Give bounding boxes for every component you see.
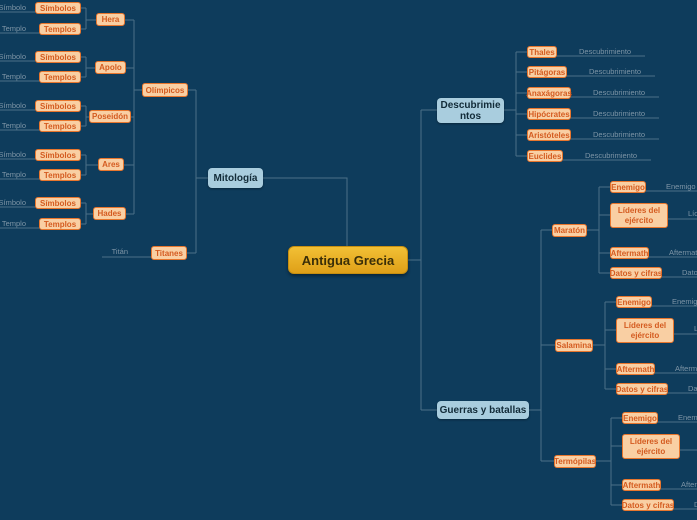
note-termopilas-datos[interactable]: Datos y cifras xyxy=(694,500,697,509)
node-hades[interactable]: Hades xyxy=(93,207,126,220)
ghost-poseidon-templo[interactable]: Templo xyxy=(1,121,26,130)
note-maraton-datos[interactable]: Datos y cifras xyxy=(682,268,697,277)
node-salamina[interactable]: Salamina xyxy=(555,339,593,352)
ghost-hera-templo[interactable]: Templo xyxy=(1,24,26,33)
node-hades-simbolos[interactable]: Símbolos xyxy=(35,197,81,209)
descubrimientos-label-line1: Descubrimie xyxy=(440,99,501,111)
ghost-apolo-simbolo[interactable]: Símbolo xyxy=(0,52,26,61)
node-aristoteles[interactable]: Aristóteles xyxy=(527,129,571,141)
node-salamina-datos[interactable]: Datos y cifras xyxy=(615,383,669,395)
node-ares-templos[interactable]: Templos xyxy=(39,169,81,181)
node-mitologia[interactable]: Mitología xyxy=(208,168,263,188)
node-thales[interactable]: Thales xyxy=(527,46,557,58)
node-maraton-datos[interactable]: Datos y cifras xyxy=(609,267,663,279)
note-maraton-aftermath[interactable]: Aftermath xyxy=(669,248,697,257)
node-termopilas-enemigo[interactable]: Enemigo xyxy=(622,412,658,424)
node-termopilas[interactable]: Termópilas xyxy=(553,455,597,468)
ghost-ares-templo[interactable]: Templo xyxy=(1,170,26,179)
node-hera-simbolos[interactable]: Símbolos xyxy=(35,2,81,14)
node-termopilas-aftermath[interactable]: Aftermath xyxy=(622,479,661,491)
ghost-hera-simbolo[interactable]: Símbolo xyxy=(0,3,26,12)
node-poseidon[interactable]: Poseidón xyxy=(89,110,131,123)
node-olimpicos[interactable]: Olímpicos xyxy=(142,83,188,97)
note-termopilas-enemigo[interactable]: Enemigo xyxy=(678,413,697,422)
node-termopilas-datos[interactable]: Datos y cifras xyxy=(621,499,675,511)
note-maraton-lideres[interactable]: Líderes del ejército xyxy=(688,209,697,218)
node-descubrimientos[interactable]: Descubrimie ntos xyxy=(437,98,504,123)
note-pitagoras-descubrimiento[interactable]: Descubrimiento xyxy=(589,67,642,76)
node-poseidon-simbolos[interactable]: Símbolos xyxy=(35,100,81,112)
node-hera-templos[interactable]: Templos xyxy=(39,23,81,35)
note-thales-descubrimiento[interactable]: Descubrimiento xyxy=(579,47,632,56)
node-termopilas-lideres[interactable]: Líderes del ejército xyxy=(622,434,680,459)
node-salamina-enemigo[interactable]: Enemigo xyxy=(616,296,652,308)
node-root[interactable]: Antigua Grecia xyxy=(288,246,408,274)
note-salamina-aftermath[interactable]: Aftermath xyxy=(675,364,697,373)
descubrimientos-label-line2: ntos xyxy=(459,110,482,122)
ghost-hades-templo[interactable]: Templo xyxy=(1,219,26,228)
node-euclides[interactable]: Euclides xyxy=(527,150,563,162)
node-apolo-simbolos[interactable]: Símbolos xyxy=(35,51,81,63)
note-aristoteles-descubrimiento[interactable]: Descubrimiento xyxy=(593,130,646,139)
node-ares-simbolos[interactable]: Símbolos xyxy=(35,149,81,161)
ghost-titan[interactable]: Titán xyxy=(111,247,128,256)
node-guerras-y-batallas[interactable]: Guerras y batallas xyxy=(437,401,529,419)
ghost-ares-simbolo[interactable]: Símbolo xyxy=(0,150,26,159)
note-salamina-datos[interactable]: Datos y cifras xyxy=(688,384,697,393)
node-maraton-lideres[interactable]: Líderes del ejército xyxy=(610,203,668,228)
node-maraton-aftermath[interactable]: Aftermath xyxy=(610,247,649,259)
node-anaxagoras[interactable]: Anaxágoras xyxy=(526,87,572,99)
note-euclides-descubrimiento[interactable]: Descubrimiento xyxy=(585,151,638,160)
note-maraton-enemigo[interactable]: Enemigo xyxy=(666,182,696,191)
node-salamina-aftermath[interactable]: Aftermath xyxy=(616,363,655,375)
node-apolo-templos[interactable]: Templos xyxy=(39,71,81,83)
node-hera[interactable]: Hera xyxy=(96,13,125,26)
note-anaxagoras-descubrimiento[interactable]: Descubrimiento xyxy=(593,88,646,97)
note-termopilas-aftermath[interactable]: Aftermath xyxy=(681,480,697,489)
node-ares[interactable]: Ares xyxy=(98,158,124,171)
note-salamina-enemigo[interactable]: Enemigo xyxy=(672,297,697,306)
node-apolo[interactable]: Apolo xyxy=(95,61,126,74)
note-salamina-lideres[interactable]: Líderes del ejército xyxy=(694,324,697,333)
node-maraton-enemigo[interactable]: Enemigo xyxy=(610,181,646,193)
node-hades-templos[interactable]: Templos xyxy=(39,218,81,230)
note-hipocrates-descubrimiento[interactable]: Descubrimiento xyxy=(593,109,646,118)
ghost-apolo-templo[interactable]: Templo xyxy=(1,72,26,81)
ghost-hades-simbolo[interactable]: Símbolo xyxy=(0,198,26,207)
node-titanes[interactable]: Titanes xyxy=(151,246,187,260)
node-maraton[interactable]: Maratón xyxy=(552,224,587,237)
ghost-poseidon-simbolo[interactable]: Símbolo xyxy=(0,101,26,110)
node-salamina-lideres[interactable]: Líderes del ejército xyxy=(616,318,674,343)
node-hipocrates[interactable]: Hipócrates xyxy=(527,108,571,120)
node-poseidon-templos[interactable]: Templos xyxy=(39,120,81,132)
node-pitagoras[interactable]: Pitágoras xyxy=(527,66,567,78)
